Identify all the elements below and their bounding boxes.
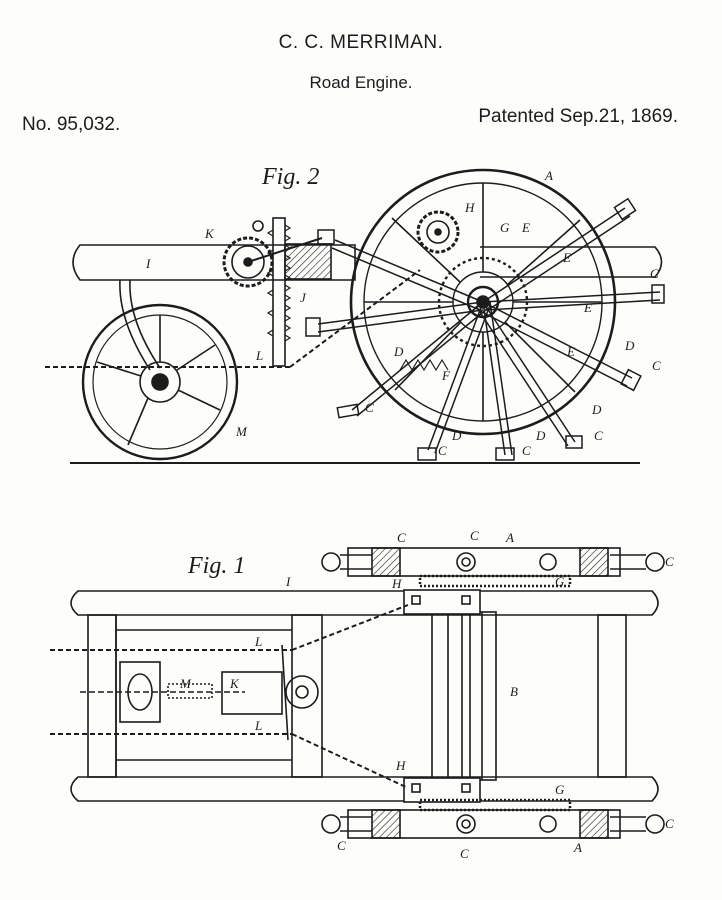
front-wheel (81, 279, 239, 461)
patent-number: No. 95,032. (22, 114, 121, 135)
ref-label-M: M (235, 424, 248, 439)
ref-label-C: C (397, 530, 406, 545)
ref-label-D: D (393, 344, 404, 359)
ref-label-C: C (365, 400, 374, 415)
lower-rail (70, 776, 659, 802)
ref-label-H: H (395, 758, 406, 773)
frame-cross-members (87, 614, 627, 778)
ref-label-C: C (650, 266, 659, 281)
upper-rail (70, 590, 659, 616)
figure-2: Fig. 2 (45, 164, 665, 464)
bearing-box-top (403, 589, 481, 615)
axle-shaft (431, 611, 497, 781)
ref-label-C: C (460, 846, 469, 861)
ref-label-L: L (254, 634, 262, 649)
rack-and-pinion (222, 217, 323, 367)
ref-label-A: A (573, 840, 582, 855)
ref-label-D: D (624, 338, 635, 353)
ref-label-G: G (555, 782, 565, 797)
lower-wheel-assembly (321, 798, 665, 839)
ref-label-H: H (391, 576, 402, 591)
ref-label-J: J (300, 290, 307, 305)
ref-label-E: E (583, 300, 592, 315)
ref-label-L: L (255, 348, 263, 363)
plan-drive-chains (50, 604, 409, 789)
walking-legs (305, 197, 665, 461)
ref-label-G: G (500, 220, 510, 235)
ref-label-D: D (451, 428, 462, 443)
fig1-reference-letters: C C A C I H G L M K B L H G C C A C (179, 528, 674, 861)
ref-label-C: C (665, 554, 674, 569)
ref-label-H: H (464, 200, 475, 215)
plan-steering-gear (80, 644, 319, 741)
ref-label-E: E (566, 344, 575, 359)
ref-label-D: D (591, 402, 602, 417)
ref-label-G: G (555, 574, 565, 589)
ref-label-K: K (204, 226, 215, 241)
ref-label-I: I (145, 256, 151, 271)
ref-label-C: C (665, 816, 674, 831)
fig2-label: Fig. 2 (261, 164, 319, 190)
ref-label-K: K (229, 676, 240, 691)
ref-label-L: L (254, 718, 262, 733)
ref-label-C: C (470, 528, 479, 543)
bearing-box-bottom (403, 777, 481, 803)
ref-label-I: I (285, 574, 291, 589)
inventor-name: C. C. MERRIMAN. (278, 32, 444, 53)
invention-title: Road Engine. (309, 73, 413, 92)
ref-label-M: M (179, 676, 192, 691)
ref-label-E: E (562, 250, 571, 265)
ref-label-A: A (505, 530, 514, 545)
ref-label-C: C (594, 428, 603, 443)
patent-date: Patented Sep.21, 1869. (478, 106, 678, 127)
ref-label-C: C (652, 358, 661, 373)
ref-label-C: C (337, 838, 346, 853)
ref-label-C: C (522, 443, 531, 458)
ref-label-D: D (535, 428, 546, 443)
ref-label-A: A (544, 168, 553, 183)
figure-1: Fig. 1 (50, 528, 674, 861)
ref-label-C: C (438, 443, 447, 458)
upper-wheel-assembly (321, 547, 665, 588)
fig2-reference-letters: A H G E E E E C D C D C D C D C C D F I (145, 168, 661, 458)
ref-label-E: E (521, 220, 530, 235)
ref-label-B: B (510, 684, 518, 699)
hatched-block (284, 243, 332, 280)
fig1-label: Fig. 1 (187, 553, 245, 579)
ref-label-F: F (441, 368, 451, 383)
